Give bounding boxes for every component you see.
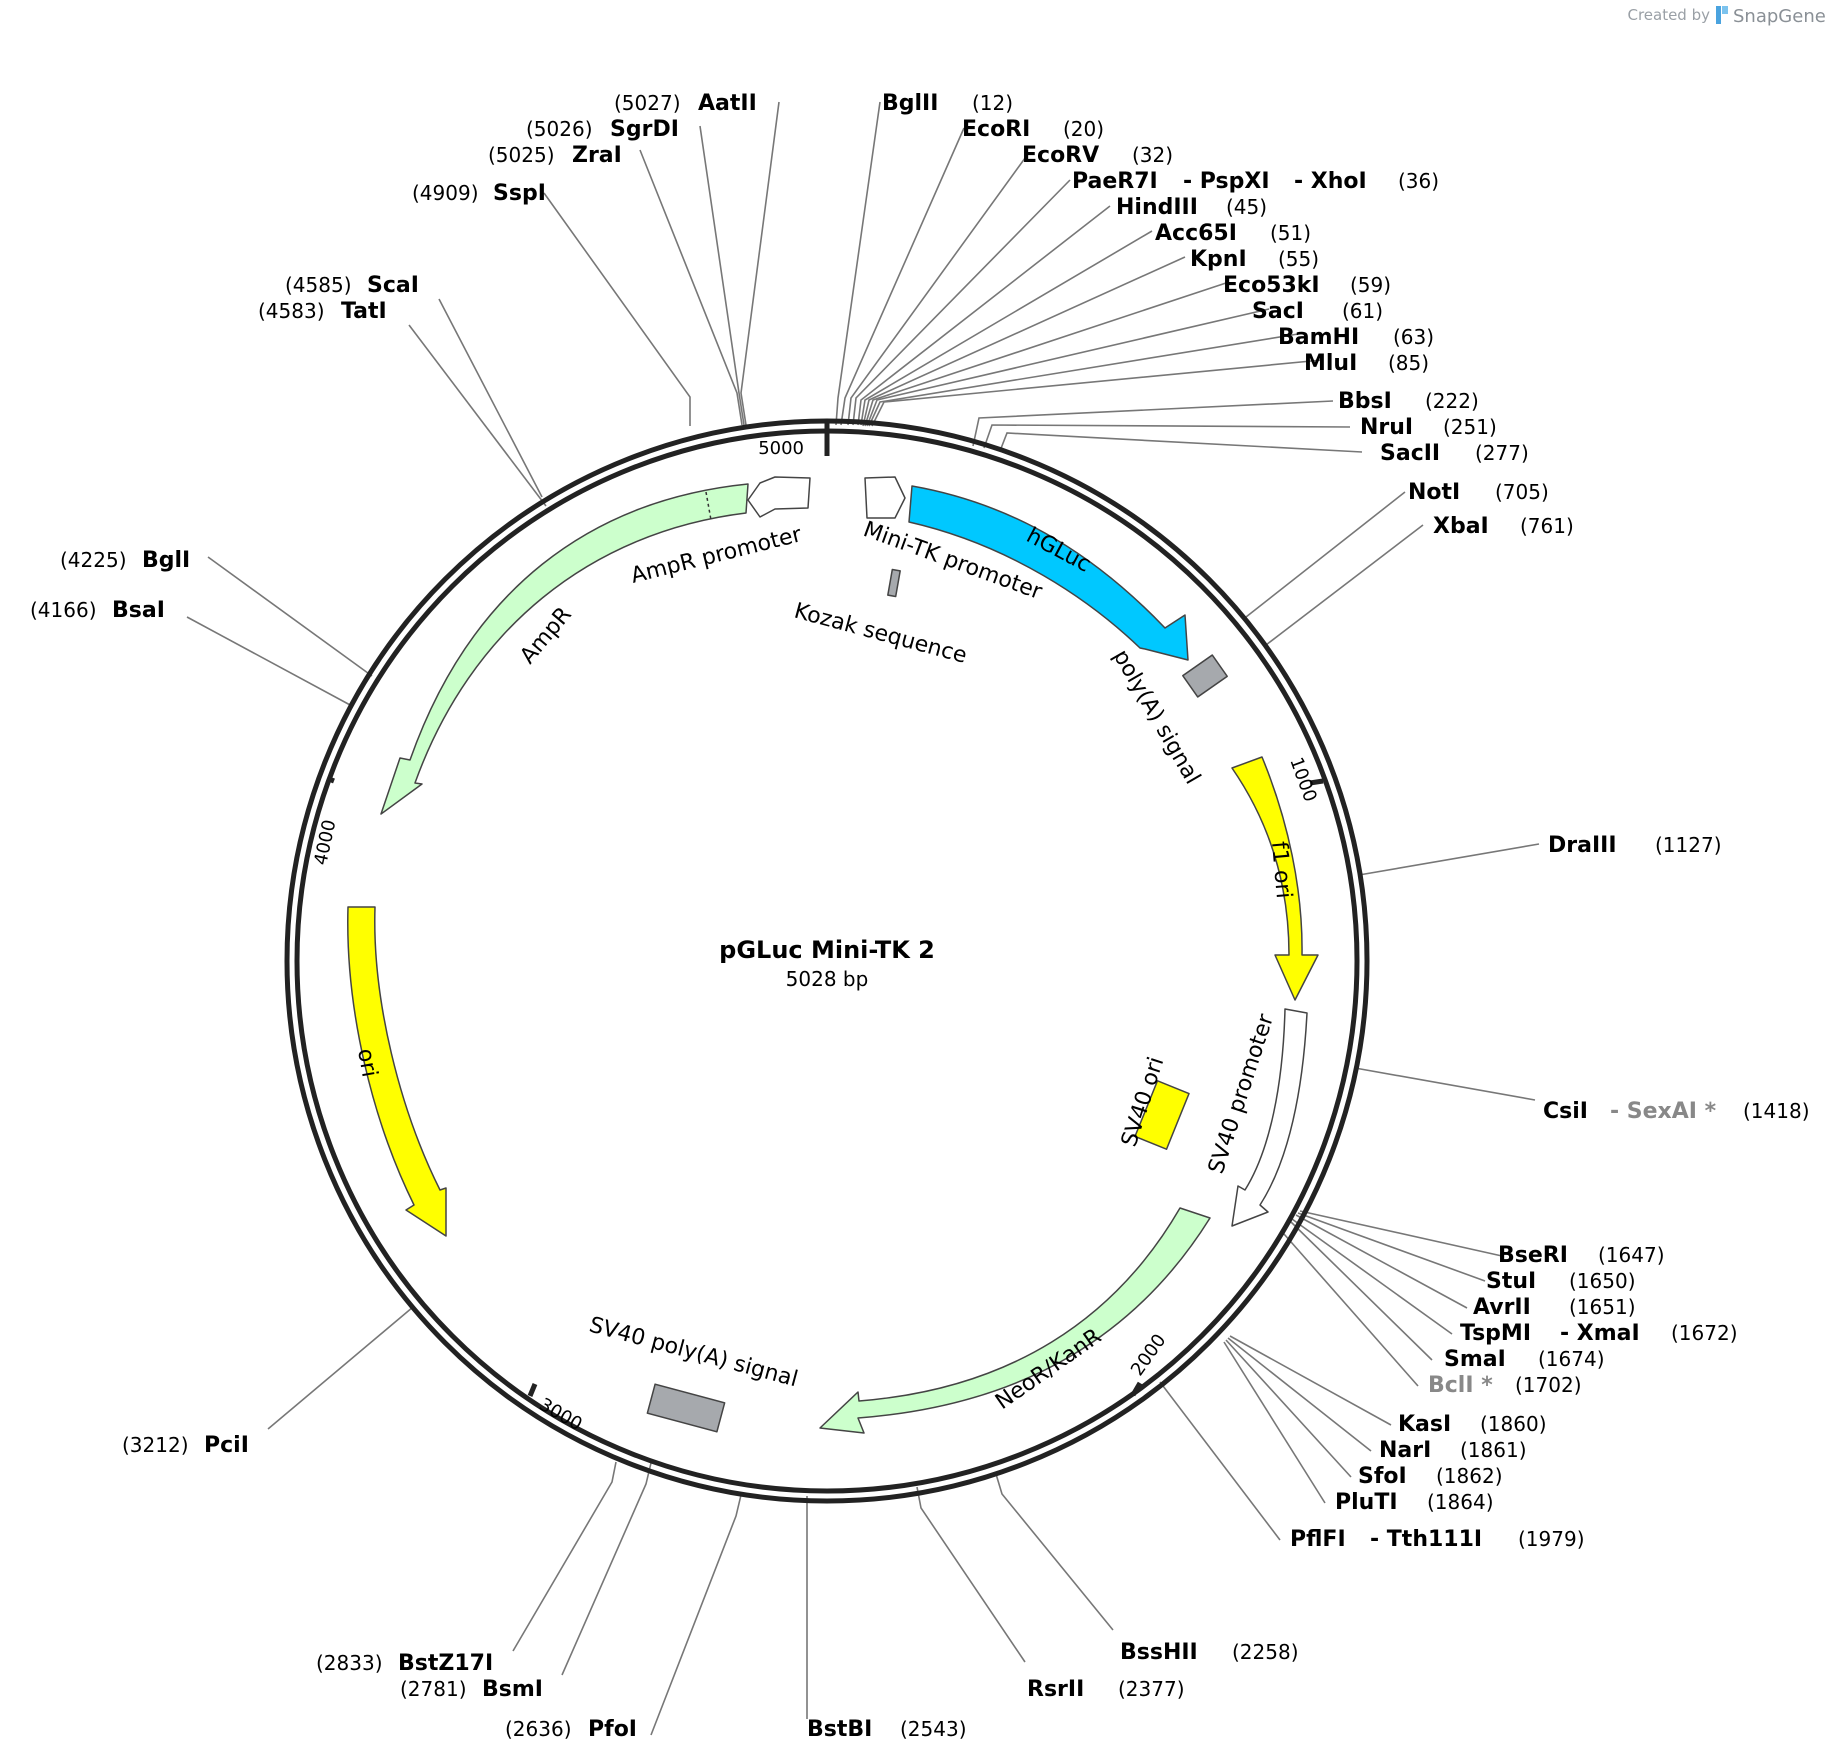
site-bstbi: BstBI(2543) <box>807 1717 967 1742</box>
site-pfoi: (2636)PfoI <box>505 1717 637 1742</box>
site-acc65i: Acc65I(51) <box>1155 221 1311 246</box>
sv40-poly-a-signal-box <box>646 1383 726 1433</box>
snapgene-logo-icon <box>1716 6 1728 24</box>
label-f1-ori: f1 ori <box>1266 840 1296 899</box>
site-bseri: BseRI(1647) <box>1498 1243 1665 1268</box>
site-paer7i-pspxi-xhoi: PaeR7I- PspXI- XhoI(36) <box>1072 169 1439 194</box>
ampr-dotted-marker <box>705 491 712 521</box>
tick-label-5000: 5000 <box>758 438 804 459</box>
site-saci: SacI(61) <box>1252 299 1383 324</box>
site-aatii: (5027)AatII <box>614 91 757 116</box>
site-bgli: (4225)BglI <box>60 548 190 573</box>
kozak-sequence-mark <box>887 568 901 598</box>
site-bbsi: BbsI(222) <box>1338 389 1479 414</box>
site-eco53ki: Eco53kI(59) <box>1223 273 1391 298</box>
ampr-promoter-arrow <box>747 476 811 518</box>
site-kpni: KpnI(55) <box>1190 247 1319 272</box>
plasmid-name: pGLuc Mini-TK 2 <box>719 936 935 964</box>
credit-brand: SnapGene <box>1733 6 1826 27</box>
label-ori: ori <box>352 1047 382 1080</box>
site-smai: SmaI(1674) <box>1444 1347 1605 1372</box>
site-sgrdi: (5026)SgrDI <box>526 117 679 142</box>
site-csii-sexai: CsiI- SexAI *(1418) <box>1543 1099 1810 1124</box>
site-bsmi: (2781)BsmI <box>400 1677 543 1702</box>
ori-arrow <box>347 906 447 1237</box>
site-rsrii: RsrII(2377) <box>1027 1677 1185 1702</box>
plasmid-size: 5028 bp <box>786 967 869 991</box>
site-tspmi-xmai: TspMI- XmaI(1672) <box>1460 1321 1738 1346</box>
site-kasi: KasI(1860) <box>1398 1412 1547 1437</box>
neo-kanr-arrow <box>819 1207 1211 1434</box>
hglucluc-arrow <box>908 485 1189 661</box>
label-sv40-poly-a-signal: SV40 poly(A) signal <box>586 1313 800 1393</box>
site-zrai: (5025)ZraI <box>488 143 622 168</box>
site-ecori: EcoRI(20) <box>962 117 1104 142</box>
sv40-promoter-arrow <box>1231 1008 1308 1227</box>
site-noti: NotI(705) <box>1408 480 1549 505</box>
site-hindiii: HindIII(45) <box>1116 195 1267 220</box>
site-avrii: AvrII(1651) <box>1473 1295 1636 1320</box>
poly-a-signal-box <box>1182 654 1228 698</box>
site-stui: StuI(1650) <box>1486 1269 1636 1294</box>
ampr-arrow <box>380 483 749 815</box>
feature-arrows <box>347 476 1319 1434</box>
site-sspi: (4909)SspI <box>412 181 546 206</box>
sv40-ori-box <box>1134 1080 1190 1150</box>
site-pcii: (3212)PciI <box>122 1433 249 1458</box>
mini-tk-promoter-arrow <box>864 476 906 519</box>
site-bamhi: BamHI(63) <box>1278 325 1434 350</box>
site-bcli: BclI *(1702) <box>1428 1373 1582 1398</box>
site-pflfi-tth111i: PflFI- Tth111I(1979) <box>1290 1527 1585 1552</box>
site-pluti: PluTI(1864) <box>1335 1490 1494 1515</box>
site-tati: (4583)TatI <box>258 299 387 324</box>
label-poly-a-signal: poly(A) signal <box>1108 646 1205 789</box>
site-sfoi: SfoI(1862) <box>1358 1464 1503 1489</box>
credit-text: Created by <box>1627 6 1710 24</box>
site-mlui: MluI(85) <box>1304 351 1429 376</box>
f1-ori-arrow <box>1231 756 1319 1001</box>
label-kozak-sequence: Kozak sequence <box>791 599 969 669</box>
site-nrui: NruI(251) <box>1360 415 1497 440</box>
site-bsai: (4166)BsaI <box>30 598 165 623</box>
site-nari: NarI(1861) <box>1379 1438 1527 1463</box>
site-bsshii: BssHII(2258) <box>1120 1640 1299 1665</box>
site-bstz17i: (2833)BstZ17I <box>316 1651 493 1676</box>
site-sacii: SacII(277) <box>1380 441 1529 466</box>
site-xbai: XbaI(761) <box>1433 514 1574 539</box>
site-scai: (4585)ScaI <box>285 273 419 298</box>
site-draiii: DraIII(1127) <box>1548 833 1722 858</box>
site-ecorv: EcoRV(32) <box>1022 143 1173 168</box>
site-bglii: BglII(12) <box>882 91 1013 116</box>
position-ticks <box>328 422 1324 1397</box>
